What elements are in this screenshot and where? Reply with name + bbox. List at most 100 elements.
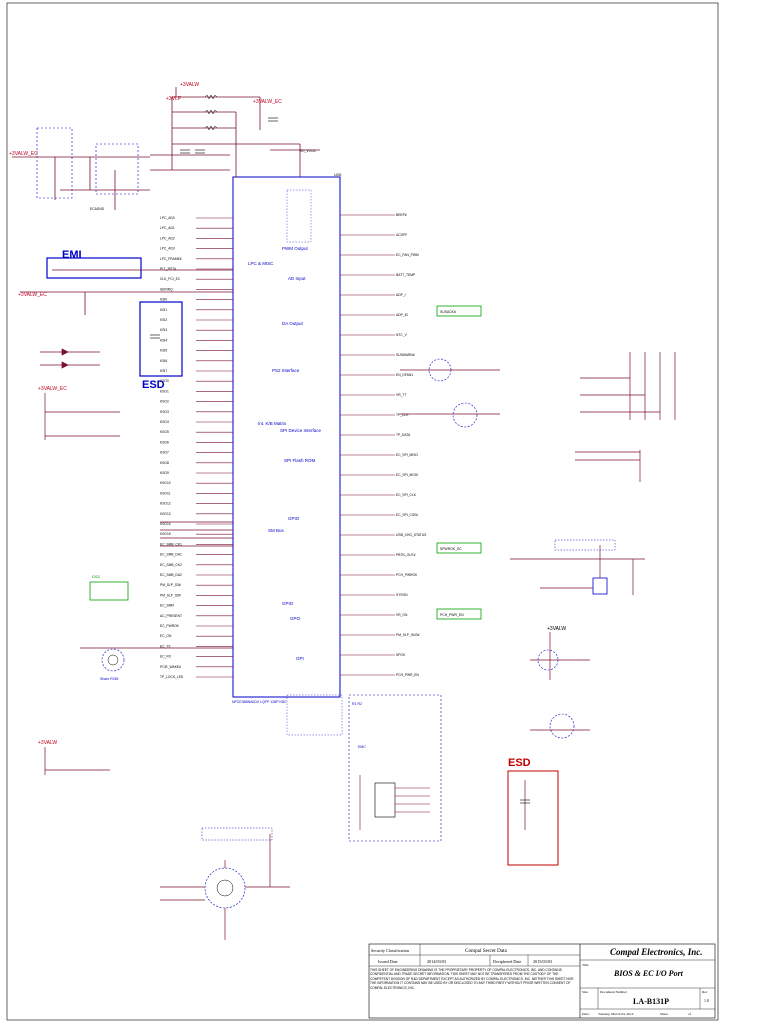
- right-led-section: [530, 632, 590, 739]
- tb-issued-label: Issued Date: [378, 959, 398, 964]
- right-signal-label: BEEP#: [396, 213, 407, 217]
- left-signal-label: KSI1: [160, 308, 167, 312]
- left-signal-label: KSO6: [160, 440, 169, 444]
- bottom-left-pullup: [44, 747, 110, 775]
- left-pin-wires: [196, 217, 233, 678]
- right-signal-label: PM_SLP_SUS#: [396, 633, 420, 637]
- green-box-spwrok: SPWROK_EC: [440, 547, 462, 551]
- tb-doc-number: LA-B131P: [633, 997, 669, 1006]
- left-signal-label: KSO12: [160, 502, 171, 506]
- left-signal-label: KSO10: [160, 481, 171, 485]
- ic-block-label: SPI Device Interface: [280, 428, 322, 433]
- esd-right-block: ESD: [507, 757, 559, 866]
- left-signal-label: KSI2: [160, 318, 167, 322]
- left-signal-label: KSO15: [160, 532, 171, 536]
- tb-disclaimer: THIS SHEET OF ENGINEERING DRAWING IS THE…: [370, 968, 574, 990]
- top-left-filter: +3VALW_EC ECAGND: [9, 127, 150, 211]
- right-signal-label: PCH_PWR_EN: [396, 673, 420, 677]
- tb-rev-value: 1.0: [704, 998, 709, 1003]
- left-signal-label: TP_LOCK_LED: [160, 675, 184, 679]
- rail-3valw-ec-emi: +3VALW_EC: [18, 292, 47, 298]
- tb-size-label: Size: [582, 990, 588, 994]
- right-signal-label: SYSON: [396, 593, 408, 597]
- ec-ic-dashed-insert-top: [286, 189, 312, 243]
- left-signal-label: KSI5: [160, 349, 167, 353]
- left-signal-label: KSO11: [160, 491, 171, 495]
- right-signal-label: VR_ON: [396, 613, 408, 617]
- ec-vcca-label: EC_VCCA: [300, 149, 316, 153]
- ps2-resistor-net: [400, 358, 500, 428]
- left-signal-label: LPC_AD1: [160, 226, 175, 230]
- tb-deciphered-label: Deciphered Date: [493, 959, 521, 964]
- left-signal-label: KSI0: [160, 298, 167, 302]
- left-signal-label: PLT_RST#: [160, 267, 176, 271]
- ic-block-label: AD Input: [288, 276, 306, 281]
- left-signal-label: SERIRQ: [160, 287, 173, 291]
- right-signal-label: EN_DFAN1: [396, 373, 413, 377]
- tb-date-value: Tuesday, March 04, 2014: [598, 1012, 634, 1017]
- left-signal-label: KSI7: [160, 369, 167, 373]
- top-power-section: [150, 87, 320, 177]
- left-diodes: [40, 348, 100, 369]
- left-signal-label: KSO5: [160, 430, 169, 434]
- ic-block-label: LPC & MISC: [248, 261, 274, 266]
- emi-label: EMI: [62, 249, 82, 261]
- tb-title-label: Title: [582, 963, 589, 967]
- tb-doc-label: Document Number: [600, 990, 628, 994]
- green-box-susack: SUSACK#: [440, 310, 456, 314]
- ic-block-label: GPIO: [288, 516, 300, 521]
- right-signal-label: VR_TT: [396, 393, 406, 397]
- tb-sheet-label: Sheet: [660, 1012, 668, 1016]
- left-signal-label: EC_RX: [160, 655, 172, 659]
- top-capacitors: [180, 117, 278, 154]
- right-signal-label: ADP_I: [396, 293, 406, 297]
- esd-left-label: ESD: [142, 379, 165, 391]
- right-signal-label: BATT_TEMP: [396, 273, 416, 277]
- ec-ic-body: [232, 176, 341, 698]
- right-pin-wires: [340, 214, 395, 676]
- ec-ic-part-number: NPCE388NA0DX LQFP 128P KBC: [232, 700, 287, 704]
- left-signal-label: KSI4: [160, 338, 167, 342]
- left-signal-label: KSI3: [160, 328, 167, 332]
- tb-security-value: Compal Secret Data: [465, 948, 507, 954]
- right-signal-labels: BEEP#ACOFFEC_FAN_PWMBATT_TEMPADP_IADP_ID…: [396, 213, 427, 677]
- tb-sheet-title: BIOS & EC I/O Port: [613, 969, 684, 978]
- right-signal-label: USB_CHG_STATUS: [396, 533, 427, 537]
- ec-ic-dashed-insert-bottom: [286, 694, 343, 736]
- left-signal-label: PM_SLP_S5#: [160, 593, 181, 597]
- right-signal-label: ACOFF: [396, 233, 407, 237]
- smbus-left: [160, 521, 233, 547]
- left-signal-label: KSO9: [160, 471, 169, 475]
- left-signal-label: EC_ON: [160, 634, 172, 638]
- left-signal-label: KSO8: [160, 461, 169, 465]
- left-signal-label: CLK_PCI_EC: [160, 277, 181, 281]
- top-resistors: [204, 94, 218, 131]
- left-signal-label: EC_SMB_DA1: [160, 553, 182, 557]
- ic-block-label: GPIO: [282, 601, 294, 606]
- svg-text:R1 R2: R1 R2: [352, 702, 362, 706]
- rail-3valw-ec-mid: +3VALW_EC: [38, 386, 67, 392]
- ic-block-label: SPI Flash ROM: [284, 458, 316, 463]
- ic-block-label: GPI: [296, 656, 304, 661]
- left-signal-label: LPC_AD0: [160, 216, 175, 220]
- left-signal-label: EC_PWROK: [160, 624, 180, 628]
- left-signal-label: KSI6: [160, 359, 167, 363]
- left-signal-label: KSO14: [160, 522, 171, 526]
- right-signal-label: EC_FAN_PWM: [396, 253, 419, 257]
- ec-ic-refdes: U26: [334, 172, 342, 177]
- tb-sheet-of: of: [688, 1012, 692, 1016]
- right-signal-label: TP_DATA: [396, 433, 411, 437]
- left-signal-label: EC_SMB_DA2: [160, 573, 182, 577]
- rail-3valw-bottom-left: +3VALW: [38, 740, 57, 746]
- tb-date-label: Date:: [582, 1012, 590, 1016]
- esd-left-block: ESD: [139, 301, 183, 391]
- far-right-pullups: [575, 352, 676, 482]
- svg-text:DS3: DS3: [92, 574, 101, 579]
- ic-block-label: PWM Output: [282, 246, 309, 251]
- left-signal-label: EC_SMB_CK1: [160, 542, 182, 546]
- right-mosfet-section: [510, 539, 645, 595]
- left-signal-label: AC_PRESENT: [160, 614, 182, 618]
- left-signal-label: KSO4: [160, 420, 169, 424]
